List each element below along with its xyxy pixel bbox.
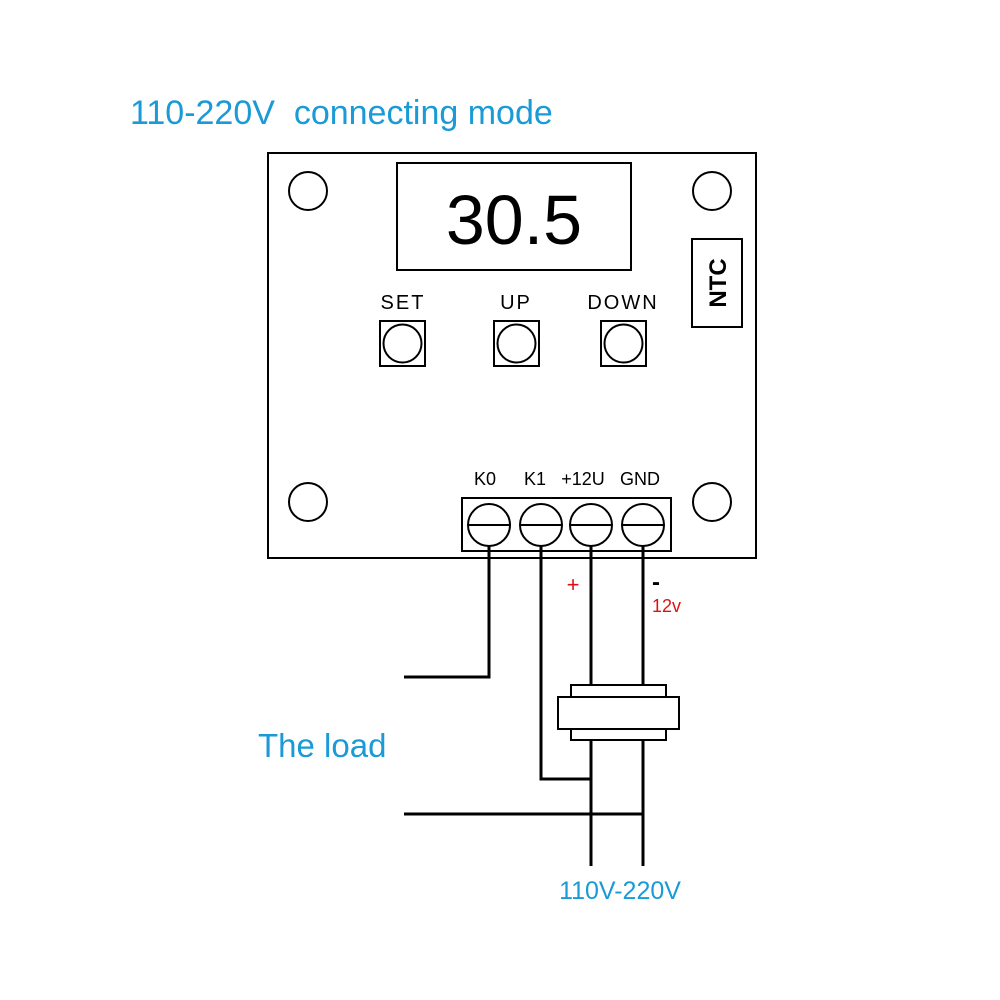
terminal-label-gnd: GND bbox=[620, 469, 660, 489]
display-reading: 30.5 bbox=[446, 181, 582, 259]
load-label: The load bbox=[258, 727, 386, 764]
wire-k1-to-supply bbox=[539, 546, 591, 781]
power-adapter-module bbox=[557, 684, 680, 741]
set-button[interactable] bbox=[379, 320, 426, 367]
mounting-hole-bottom-right bbox=[692, 482, 732, 522]
button-label-down: DOWN bbox=[587, 292, 658, 314]
ntc-sensor-label: NTC bbox=[705, 258, 732, 307]
terminal-screw-k0 bbox=[467, 503, 511, 547]
terminal-screw-plus12 bbox=[569, 503, 613, 547]
terminal-label-plus12: +12U bbox=[561, 469, 605, 489]
down-button[interactable] bbox=[600, 320, 647, 367]
terminal-screw-k1 bbox=[519, 503, 563, 547]
controller-board: 30.5 NTC SET UP DOWN K0 K1 +12U GND bbox=[267, 152, 757, 559]
polarity-plus: + bbox=[567, 572, 580, 597]
ntc-sensor-box bbox=[691, 238, 743, 328]
terminal-label-k0: K0 bbox=[474, 469, 496, 489]
supply-voltage-label: 110V-220V bbox=[559, 877, 681, 905]
terminal-screw-gnd bbox=[621, 503, 665, 547]
diagram-title: 110-220V connecting mode bbox=[130, 94, 553, 132]
wire-k0-to-load bbox=[404, 546, 491, 679]
mounting-hole-top-left bbox=[288, 171, 328, 211]
button-label-set: SET bbox=[381, 292, 426, 314]
terminal-label-k1: K1 bbox=[524, 469, 546, 489]
button-label-up: UP bbox=[500, 292, 532, 314]
display-window bbox=[396, 162, 632, 271]
up-button[interactable] bbox=[493, 320, 540, 367]
polarity-minus: - bbox=[652, 569, 660, 596]
voltage-12v-label: 12v bbox=[652, 596, 681, 616]
mounting-hole-bottom-left bbox=[288, 482, 328, 522]
mounting-hole-top-right bbox=[692, 171, 732, 211]
